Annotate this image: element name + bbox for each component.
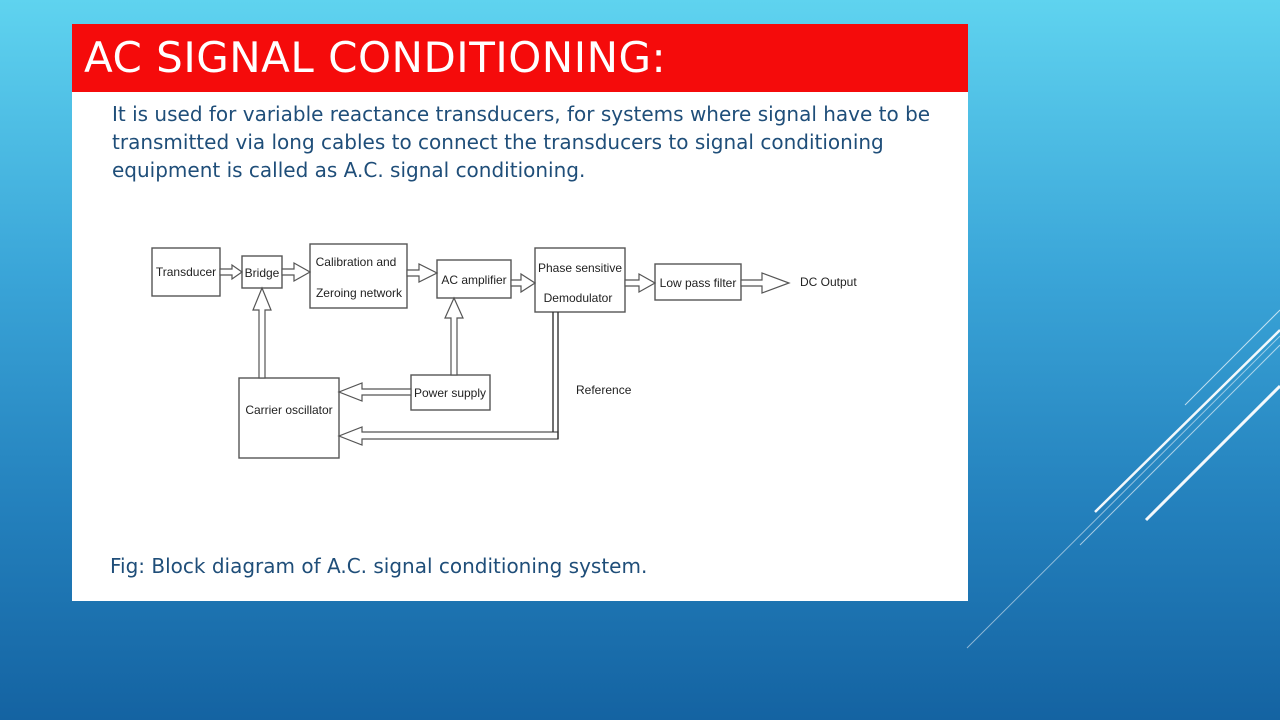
figure-caption: Fig: Block diagram of A.C. signal condit…: [110, 554, 648, 578]
block-carrier-oscillator-label: Carrier oscillator: [245, 403, 332, 417]
block-carrier-oscillator: Carrier oscillator: [238, 377, 340, 459]
block-phase-label-2: Demodulator: [544, 291, 613, 305]
arrow-transducer-to-bridge: [219, 263, 244, 281]
slide-title: AC SIGNAL CONDITIONING:: [84, 33, 667, 82]
block-phase-label-1: Phase sensitive: [538, 261, 622, 275]
block-low-pass-filter-label: Low pass filter: [660, 276, 737, 290]
slide-body-text: It is used for variable reactance transd…: [112, 102, 931, 182]
block-ac-amplifier: AC amplifier: [436, 259, 512, 299]
block-transducer-label: Transducer: [156, 265, 216, 279]
block-bridge-label: Bridge: [245, 266, 280, 280]
block-transducer: Transducer: [151, 247, 221, 297]
arrow-power-to-oscillator: [337, 382, 412, 402]
arrow-filter-to-output: [740, 272, 791, 294]
arrow-calibration-to-amplifier: [406, 263, 439, 283]
block-calibration: Calibration and Zeroing network: [309, 243, 408, 309]
block-low-pass-filter: Low pass filter: [654, 263, 742, 301]
content-card: AC SIGNAL CONDITIONING: It is used for v…: [72, 24, 968, 601]
block-ac-amplifier-label: AC amplifier: [441, 273, 506, 287]
arrow-demodulator-to-filter: [624, 272, 657, 294]
block-diagram: Transducer Bridge Calibration and Zeroin…: [151, 243, 857, 459]
arrow-reference-to-oscillator: [337, 426, 559, 446]
title-bar: AC SIGNAL CONDITIONING:: [72, 24, 968, 92]
arrow-amplifier-to-demodulator: [510, 272, 537, 294]
arrow-oscillator-to-bridge: [252, 286, 272, 379]
block-calibration-label-1: Calibration and: [316, 255, 397, 269]
block-power-supply: Power supply: [410, 374, 491, 411]
dc-output-label: DC Output: [800, 275, 857, 289]
arrow-power-to-amplifier: [444, 296, 464, 376]
arrow-bridge-to-calibration: [281, 261, 312, 283]
block-phase-demodulator: Phase sensitive Demodulator: [534, 247, 626, 313]
block-power-supply-label: Power supply: [414, 386, 486, 400]
block-calibration-label-2: Zeroing network: [316, 286, 403, 300]
reference-label: Reference: [576, 383, 632, 397]
block-bridge: Bridge: [241, 255, 283, 289]
